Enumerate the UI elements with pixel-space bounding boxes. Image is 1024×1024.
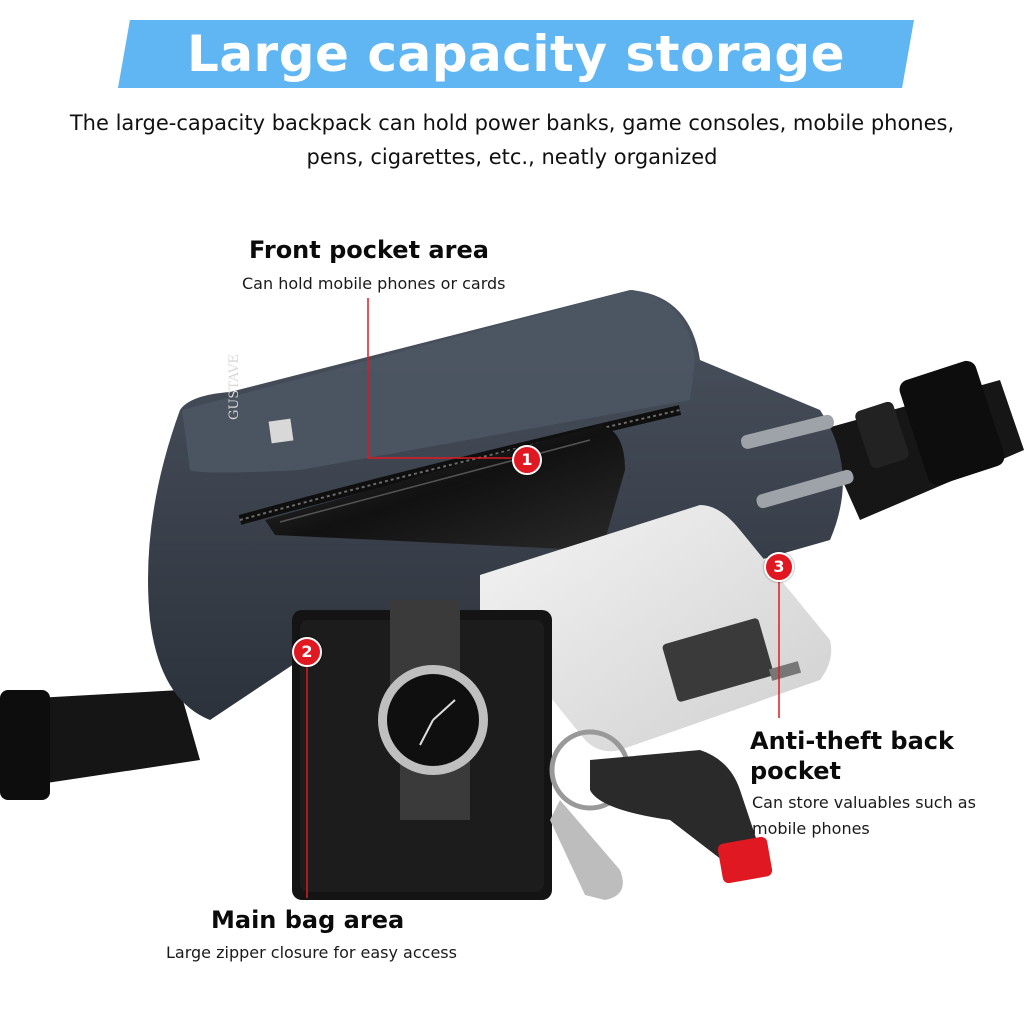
page-title: Large capacity storage	[186, 25, 846, 83]
power-bank	[480, 505, 832, 752]
brand-logo-text: GUSTAVE	[227, 354, 242, 420]
callout-3-title: Anti-theft back pocket	[750, 727, 954, 785]
title-banner	[118, 20, 914, 88]
callout-1-marker: 1	[512, 445, 542, 475]
callout-1-description: Can hold mobile phones or cards	[242, 274, 506, 293]
watch	[378, 600, 488, 820]
page-subtitle: The large-capacity backpack can hold pow…	[69, 111, 955, 169]
callout-1-title: Front pocket area	[249, 236, 489, 264]
product-photo: GUSTAVE	[0, 290, 1024, 900]
callout-2-marker: 2	[292, 637, 322, 667]
callout-3-marker: 3	[764, 552, 794, 582]
right-strap	[820, 360, 1024, 520]
car-key	[549, 729, 773, 900]
callout-2-title: Main bag area	[211, 906, 405, 934]
callout-3-description: Can store valuables such as mobile phone…	[752, 793, 976, 838]
callout-2-description: Large zipper closure for easy access	[166, 943, 457, 962]
left-strap	[0, 690, 200, 800]
